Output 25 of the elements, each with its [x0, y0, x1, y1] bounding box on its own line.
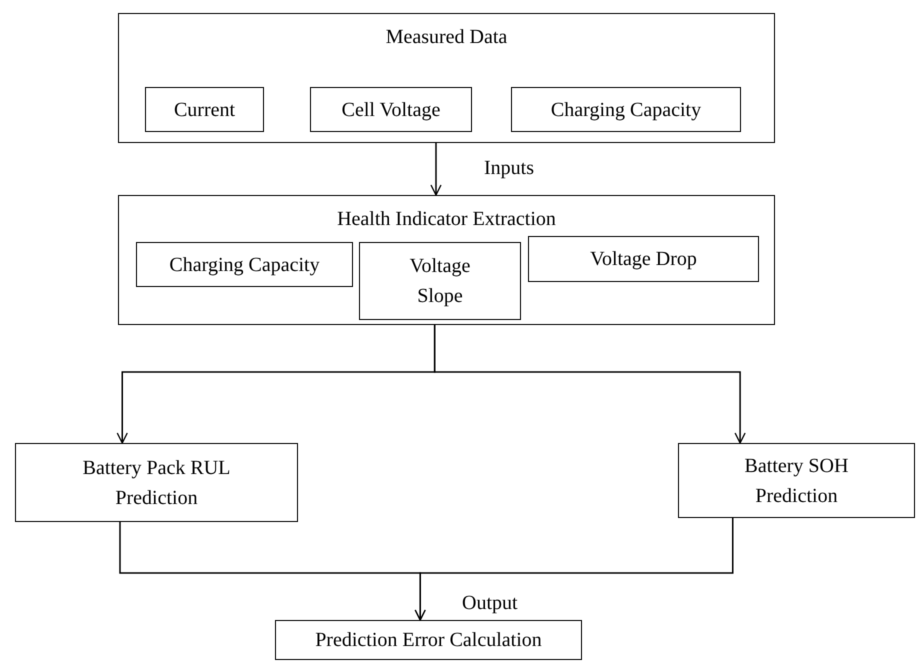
arrow — [414, 518, 734, 621]
arrow — [434, 325, 746, 444]
process-box — [310, 87, 472, 132]
process-box — [678, 443, 915, 518]
arrow — [430, 143, 442, 196]
box-label: Battery Pack RUL Prediction — [82, 456, 232, 510]
box-label: Charging Capacity — [169, 252, 320, 278]
process-box — [511, 87, 741, 132]
box-label: Voltage Slope — [408, 254, 472, 309]
process-box — [275, 620, 582, 660]
process-box — [145, 87, 264, 132]
box-label: Voltage Drop — [590, 247, 697, 272]
process-box — [528, 236, 759, 282]
group-box — [118, 13, 775, 143]
process-box — [136, 242, 353, 287]
group-title: Measured Data — [384, 25, 508, 50]
process-box — [359, 242, 521, 320]
box-label: Current — [174, 98, 236, 122]
process-box — [15, 443, 298, 522]
box-label: Prediction Error Calculation — [315, 628, 542, 653]
box-label: Battery SOH Prediction — [744, 454, 850, 508]
box-label: Charging Capacity — [550, 98, 702, 122]
box-label: Cell Voltage — [342, 98, 440, 122]
group-box — [118, 195, 775, 325]
group-title: Health Indicator Extraction — [336, 207, 557, 232]
